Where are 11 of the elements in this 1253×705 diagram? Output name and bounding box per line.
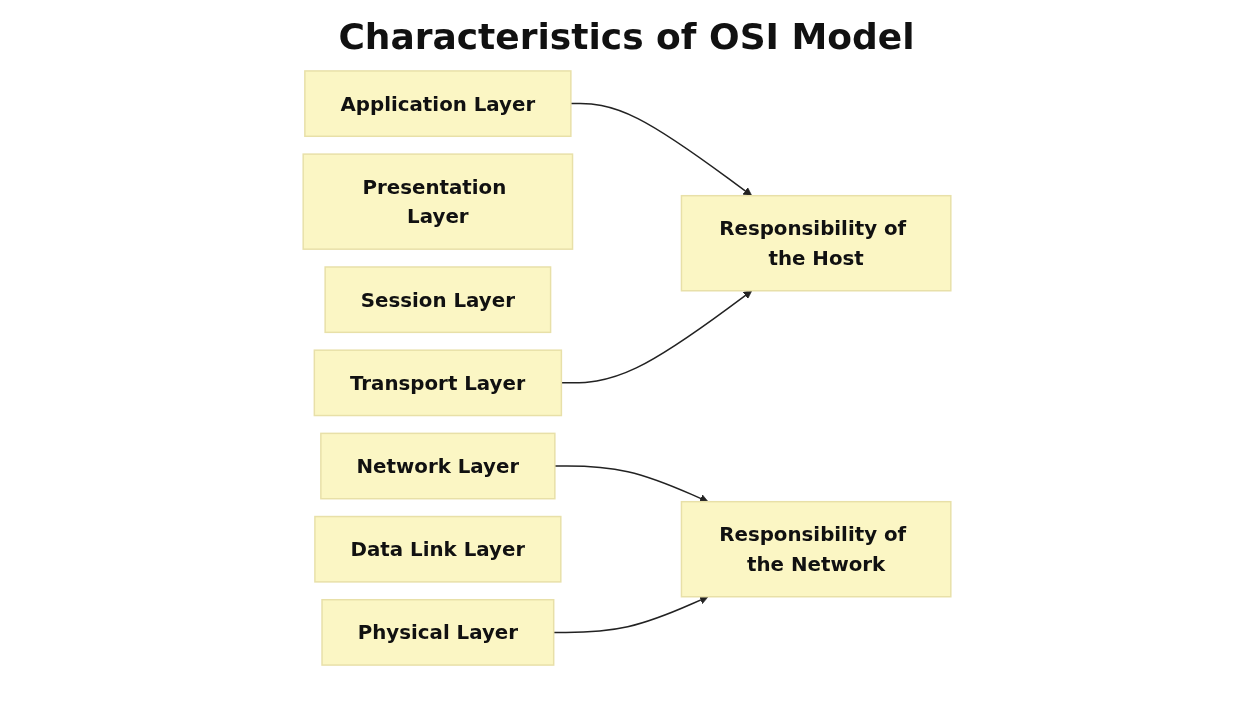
node-box: Physical Layer: [320, 598, 554, 666]
node-box: Transport Layer: [313, 349, 562, 417]
node-box: Responsibility of the Host: [680, 194, 952, 292]
node-box: Presentation Layer: [301, 153, 573, 250]
node-box: Data Link Layer: [313, 515, 562, 583]
node-box: Application Layer: [303, 70, 572, 138]
node-box: Session Layer: [323, 266, 551, 334]
node-box: Network Layer: [319, 432, 556, 500]
node-box: Responsibility of the Network: [680, 500, 952, 598]
diagram-title: Characteristics of OSI Model: [337, 16, 916, 57]
arrow: [560, 290, 752, 384]
